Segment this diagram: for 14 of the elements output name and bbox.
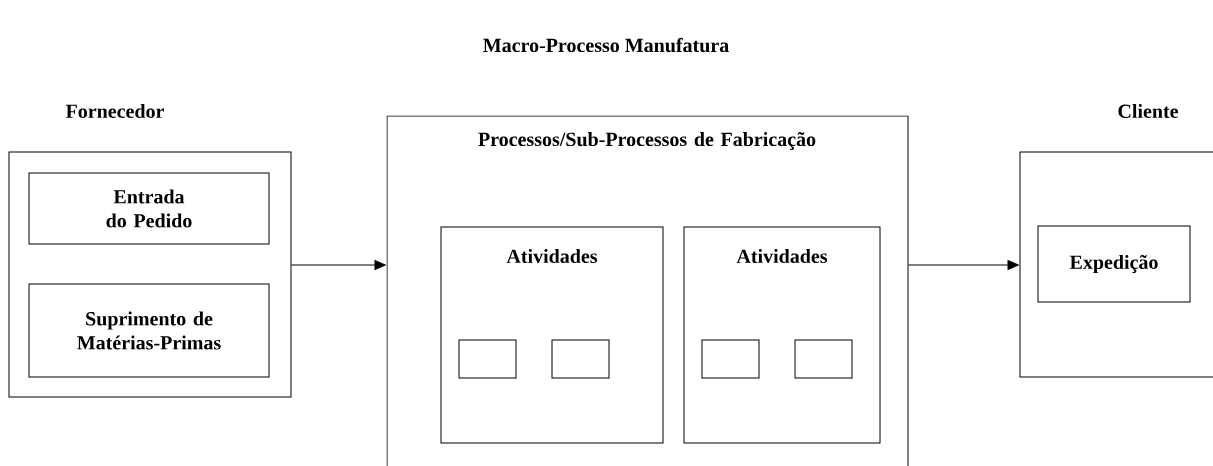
arrow bbox=[291, 260, 386, 270]
node-label: Fornecedor bbox=[65, 103, 165, 119]
process-box: Expedição bbox=[1037, 225, 1191, 303]
process-box: Suprimento de Matérias-Primas bbox=[28, 283, 270, 378]
activity-box: Atividades bbox=[683, 226, 881, 444]
empty-box bbox=[458, 339, 517, 379]
empty-box bbox=[551, 339, 610, 379]
empty-box bbox=[701, 339, 760, 379]
activity-box: Atividades bbox=[440, 226, 664, 444]
arrow bbox=[908, 260, 1019, 270]
empty-box bbox=[794, 339, 853, 379]
process-box: Entrada do Pedido bbox=[28, 172, 270, 245]
title: Macro-Processo Manufatura bbox=[483, 37, 729, 53]
node-label: Cliente bbox=[1118, 103, 1179, 119]
